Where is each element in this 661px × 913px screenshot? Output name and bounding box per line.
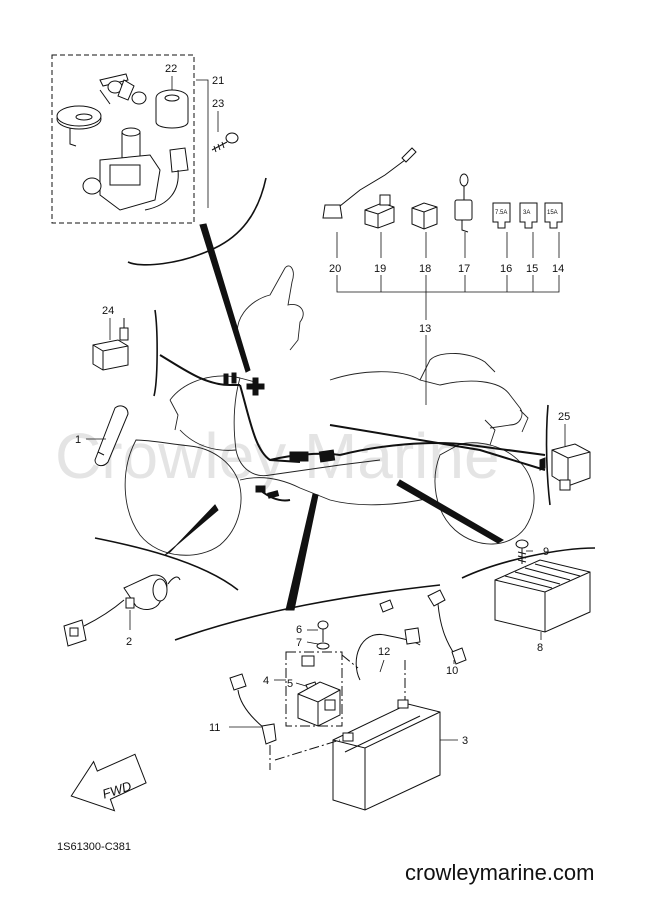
frame-lines: [94, 177, 596, 641]
callout-16: 16: [500, 263, 512, 275]
fuse-15-rating: 3A: [523, 210, 530, 216]
callout-13: 13: [419, 323, 431, 335]
callout-10: 10: [446, 665, 458, 677]
lock-cylinder-22: [155, 89, 189, 129]
lead-12: [355, 627, 421, 681]
callout-19: 19: [374, 263, 386, 275]
fuse-16: 7.5A: [492, 202, 511, 229]
steering-lock-part: [56, 105, 102, 147]
callout-11: 11: [209, 722, 220, 734]
callout-1: 1: [75, 434, 81, 446]
fuse-14: 15A: [544, 202, 563, 229]
callout-22: 22: [165, 63, 177, 75]
callout-6: 6: [296, 624, 302, 636]
callout-leaders: [86, 76, 566, 741]
drawing-code: 1S61300-C381: [57, 841, 131, 853]
callout-2: 2: [126, 636, 132, 648]
relay-18: [411, 202, 438, 230]
callout-14: 14: [552, 263, 564, 275]
motorcycle-outline: [124, 265, 535, 556]
watermark: Crowley Marine: [55, 420, 500, 492]
callout-17: 17: [458, 263, 470, 275]
fuse-15: 3A: [519, 202, 538, 229]
lead-10: [379, 589, 467, 665]
fuse-16-rating: 7.5A: [495, 210, 507, 216]
connection-lines: [269, 654, 406, 770]
bolt-23: [211, 132, 239, 153]
callout-21: 21: [212, 75, 224, 87]
bolt-9: [515, 539, 529, 564]
callout-25: 25: [558, 411, 570, 423]
connector-19: [364, 194, 395, 229]
callout-7: 7: [296, 637, 302, 649]
relay-25: [551, 443, 591, 491]
callout-23: 23: [212, 98, 224, 110]
fuse-14-rating: 15A: [547, 210, 558, 216]
ignition-keys: [99, 73, 147, 105]
fwd-arrow-icon: FWD: [70, 753, 147, 812]
wire-lead-20: [322, 147, 417, 219]
callout-15: 15: [526, 263, 538, 275]
callout-3: 3: [462, 735, 468, 747]
wire-harness: [159, 223, 546, 611]
callout-12: 12: [378, 646, 390, 658]
main-switch-kit-box: [51, 54, 195, 224]
group-13-bracket: [336, 232, 560, 405]
callout-5: 5: [287, 678, 293, 690]
rectifier-regulator-8: [494, 559, 591, 640]
battery-3: [332, 699, 441, 811]
fuse-holder-17: [454, 173, 473, 233]
part-1: [94, 405, 129, 467]
relay-24: [92, 318, 129, 371]
ignition-switch-body: [82, 127, 189, 211]
callout-9: 9: [543, 546, 549, 558]
callout-4: 4: [263, 675, 269, 687]
site-watermark: crowleymarine.com: [405, 860, 595, 885]
lead-11: [229, 673, 277, 745]
callout-24: 24: [102, 305, 114, 317]
callout-18: 18: [419, 263, 431, 275]
callout-20: 20: [329, 263, 341, 275]
sensor-2: [63, 574, 181, 647]
fuse-box-group: [285, 620, 343, 727]
callout-labels: 1 2 3 4 5 6 7 8 9 10 11 12 13 14 15 16 1…: [75, 63, 570, 747]
callout-8: 8: [537, 642, 543, 654]
